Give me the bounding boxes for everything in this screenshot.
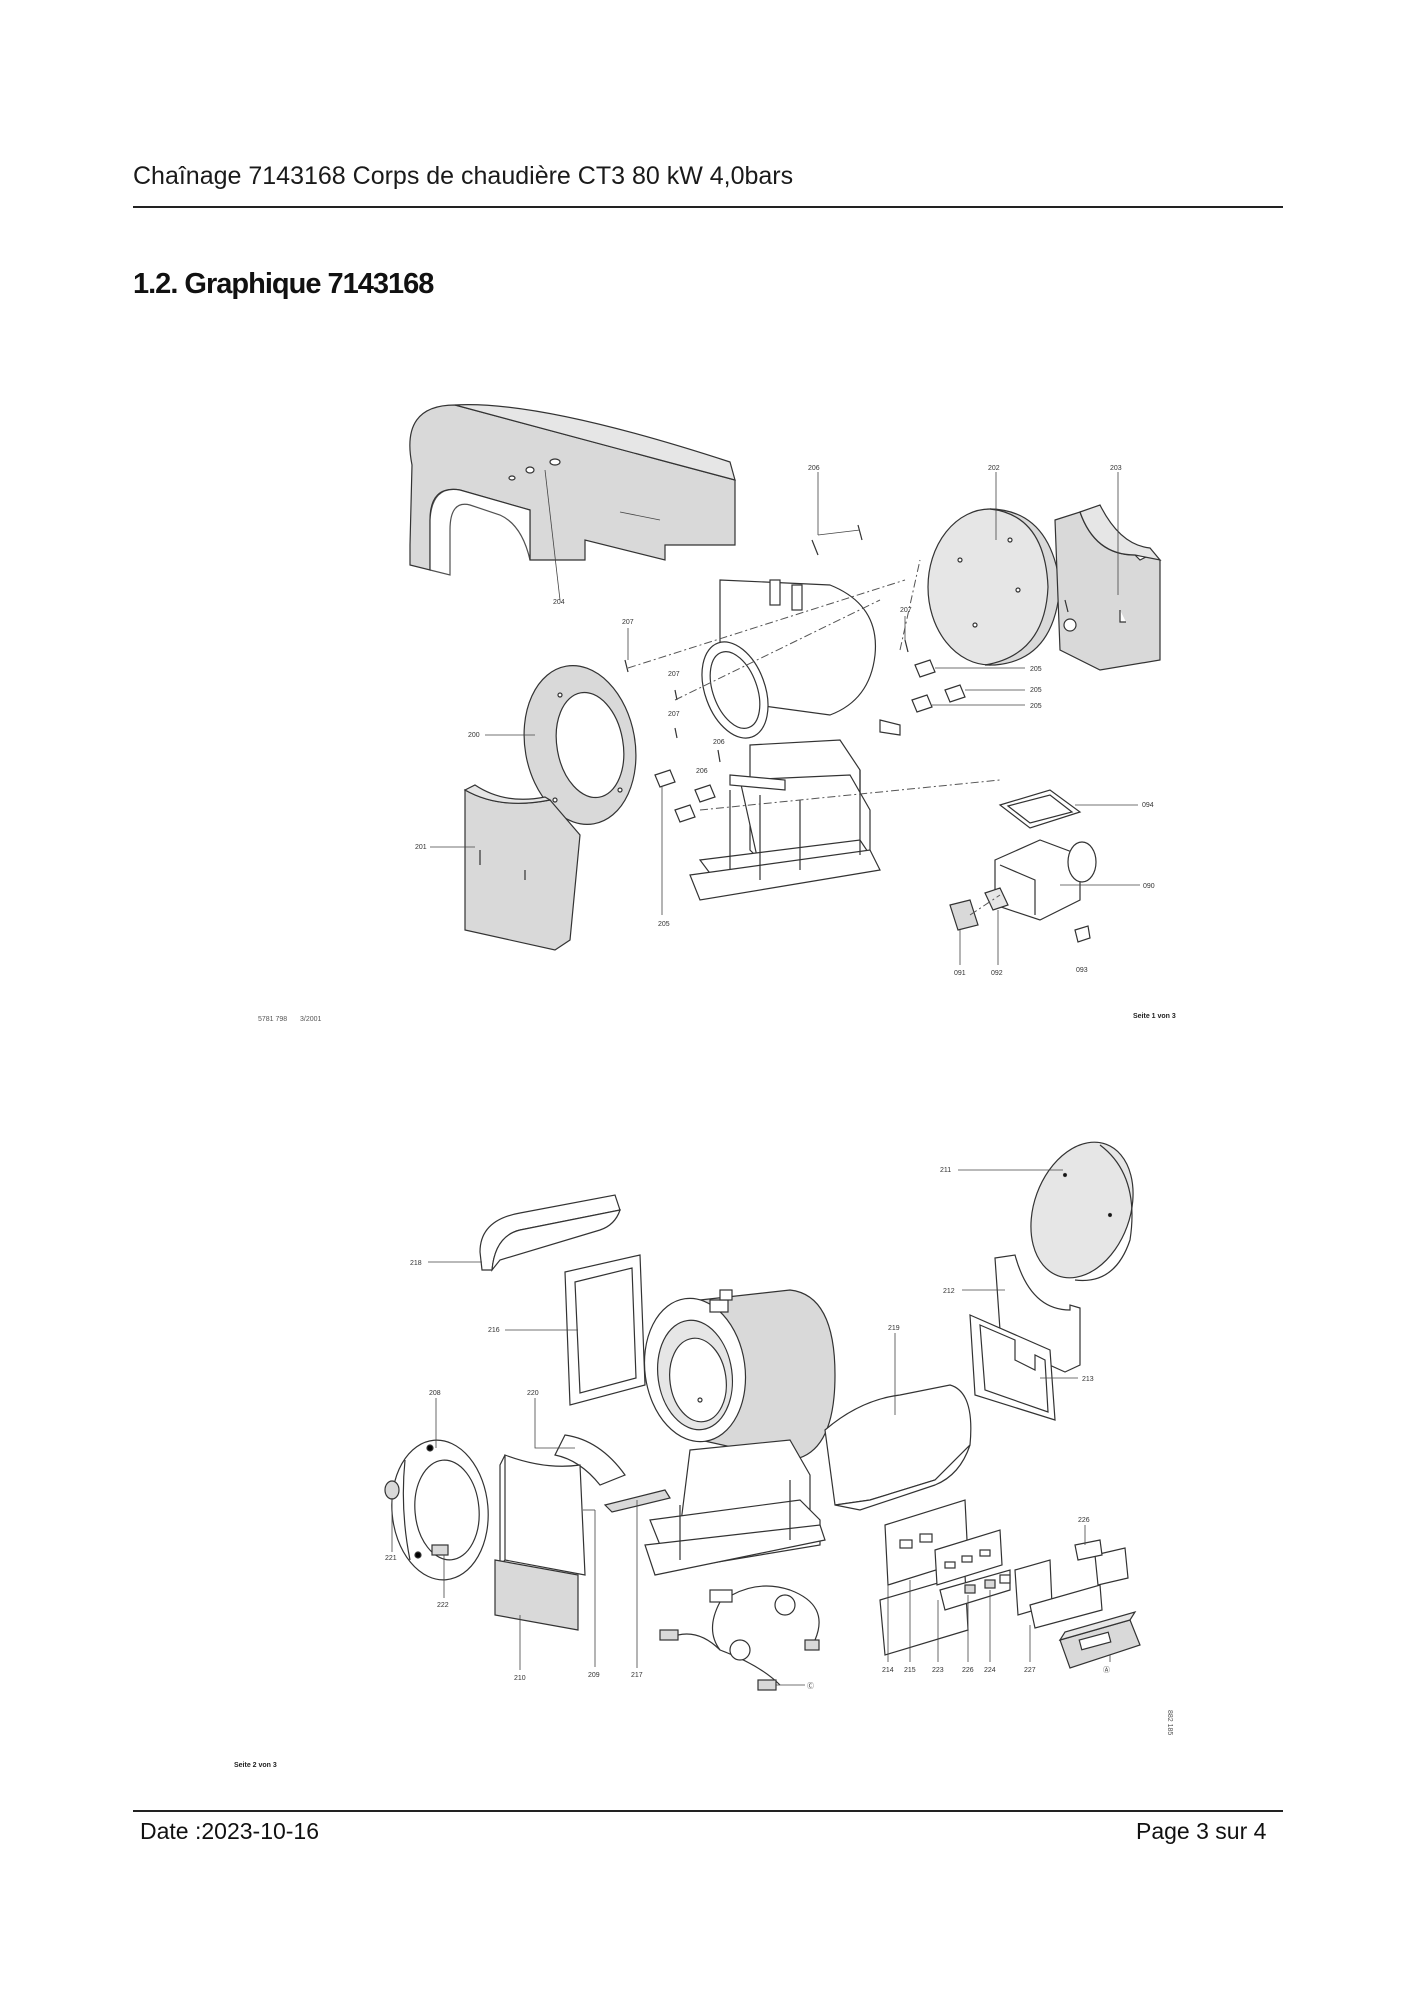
- part-213-rear-panel: [969, 1314, 1078, 1421]
- label-217: 217: [631, 1672, 643, 1679]
- label-211: 211: [940, 1167, 951, 1174]
- part-203-rear-insulation: [1054, 472, 1162, 671]
- label-200: 200: [468, 732, 480, 739]
- part-boiler-body-frame: [689, 579, 901, 901]
- part-218-top-cover: [428, 1194, 621, 1272]
- part-090-flue-connector: [994, 839, 1140, 921]
- label-205-a: 205: [1030, 666, 1042, 673]
- label-093: 093: [1076, 967, 1088, 974]
- part-control-panel-assembly: [879, 1499, 1141, 1669]
- part-092-seal: [984, 887, 1009, 965]
- label-209: 209: [588, 1672, 600, 1679]
- label-205-c: 205: [1030, 703, 1042, 710]
- label-226-top: 226: [1078, 1517, 1090, 1524]
- label-208: 208: [429, 1390, 441, 1397]
- label-207-a: 207: [622, 619, 634, 626]
- part-204-top-insulation: [409, 404, 736, 601]
- label-222: 222: [437, 1602, 449, 1609]
- part-209-front-panel: [499, 1454, 596, 1667]
- part-205-brackets-left: [654, 769, 716, 915]
- label-221: 221: [385, 1555, 397, 1562]
- drawing1-doc-code: 5781 798: [258, 1016, 287, 1023]
- drawing1-doc-date: 3/2001: [300, 1016, 322, 1023]
- label-circle-a: Ⓐ: [1103, 1666, 1110, 1674]
- label-205-d: 205: [658, 921, 670, 928]
- exploded-drawing-boiler-casing: 211 218 212 216: [234, 1141, 1173, 1769]
- label-206-c: 206: [696, 768, 708, 775]
- part-221-plug: [384, 1480, 400, 1552]
- drawing2-side-code: 882 185: [1166, 1710, 1173, 1735]
- label-220: 220: [527, 1390, 539, 1397]
- drawing2-page-ref: Seite 2 von 3: [234, 1762, 277, 1769]
- label-circle-c: Ⓒ: [807, 1682, 814, 1690]
- label-092: 092: [991, 970, 1003, 977]
- label-204: 204: [553, 599, 565, 606]
- part-094-gasket: [998, 789, 1138, 829]
- part-220-insulation-sheet: [534, 1398, 626, 1486]
- label-223: 223: [932, 1667, 944, 1674]
- label-207-c: 207: [668, 711, 680, 718]
- label-212: 212: [943, 1288, 955, 1295]
- part-202-rear-disc: [927, 472, 1061, 666]
- label-219: 219: [888, 1325, 900, 1332]
- label-091: 091: [954, 970, 966, 977]
- footer-date: Date :2023-10-16: [140, 1818, 320, 1844]
- exploded-drawing-boiler-body: 204 206 202 203: [258, 404, 1176, 1023]
- label-214: 214: [882, 1667, 894, 1674]
- header-divider: [133, 206, 1283, 208]
- part-217-strip: [603, 1489, 671, 1668]
- part-boiler-cylinder: [643, 1289, 836, 1576]
- part-206-rods: [811, 472, 863, 556]
- label-207-b: 207: [668, 671, 680, 678]
- label-203: 203: [1110, 465, 1122, 472]
- part-091-plate: [949, 899, 979, 965]
- label-202: 202: [988, 465, 1000, 472]
- label-206-b: 206: [713, 739, 725, 746]
- part-219-side-casing: [824, 1333, 972, 1511]
- part-200-front-ring: [485, 665, 637, 825]
- label-224: 224: [984, 1667, 996, 1674]
- part-208-front-ring: [391, 1398, 489, 1581]
- footer-page-number: Page 3 sur 4: [1136, 1818, 1267, 1844]
- label-218: 218: [410, 1260, 422, 1267]
- label-227: 227: [1024, 1667, 1036, 1674]
- part-216-frame-panel: [505, 1254, 646, 1406]
- document-header-title: Chaînage 7143168 Corps de chaudière CT3 …: [133, 162, 794, 190]
- label-201: 201: [415, 844, 427, 851]
- part-210-front-lower-panel: [494, 1559, 579, 1670]
- label-226-bottom: 226: [962, 1667, 974, 1674]
- label-207-d: 207: [900, 607, 912, 614]
- label-216: 216: [488, 1327, 500, 1334]
- section-title: 1.2. Graphique 7143168: [133, 268, 434, 300]
- label-215: 215: [904, 1667, 916, 1674]
- part-cable-harness-c: [659, 1585, 820, 1691]
- part-201-front-insulation: [430, 784, 581, 951]
- drawing1-page-ref: Seite 1 von 3: [1133, 1013, 1176, 1020]
- label-210: 210: [514, 1675, 526, 1682]
- part-093-clip: [1074, 925, 1091, 943]
- label-213: 213: [1082, 1376, 1094, 1383]
- label-205-b: 205: [1030, 687, 1042, 694]
- label-090: 090: [1143, 883, 1155, 890]
- label-206-top: 206: [808, 465, 820, 472]
- footer-divider: [133, 1810, 1283, 1812]
- part-222-connector: [431, 1544, 449, 1598]
- part-205-brackets-right: [911, 659, 1025, 713]
- label-094: 094: [1142, 802, 1154, 809]
- part-211-rear-disc: [958, 1141, 1134, 1282]
